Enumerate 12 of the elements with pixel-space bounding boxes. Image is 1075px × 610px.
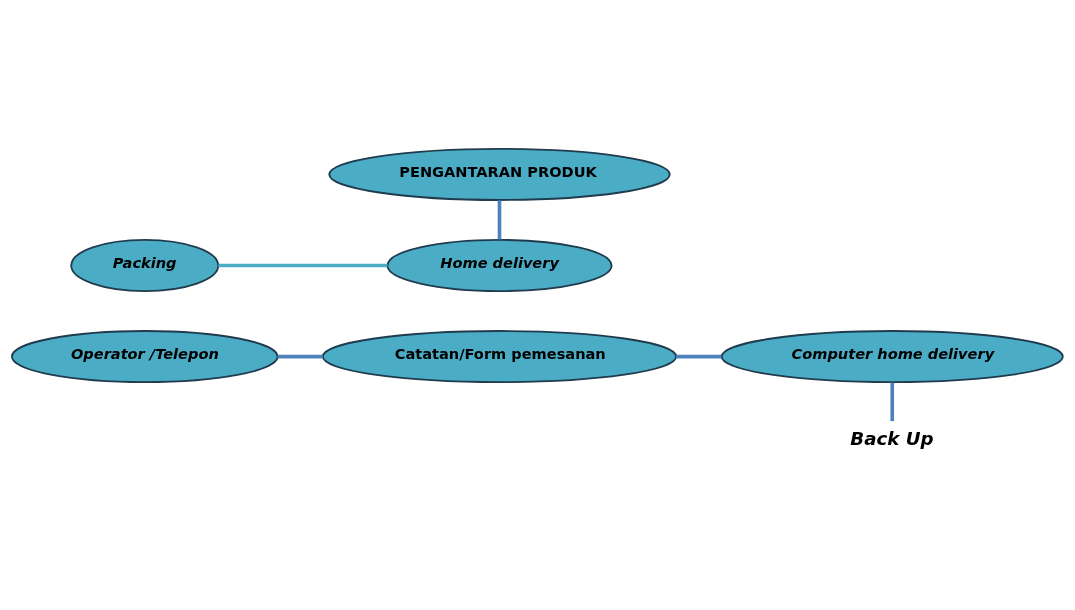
connector <box>890 382 895 422</box>
node-ellipse: Computer home delivery <box>720 330 1064 384</box>
connector <box>676 354 722 359</box>
node-ellipse: PENGANTARAN PRODUK <box>328 147 671 201</box>
node-ellipse: Packing <box>70 239 220 292</box>
connector <box>277 354 323 359</box>
connector <box>218 263 388 268</box>
node-ellipse: Catatan/Form pemesanan <box>321 330 678 384</box>
node-text: Back Up <box>850 427 934 449</box>
connector <box>497 200 502 240</box>
node-ellipse: Home delivery <box>386 239 613 292</box>
node-ellipse: Operator /Telepon <box>11 330 279 384</box>
